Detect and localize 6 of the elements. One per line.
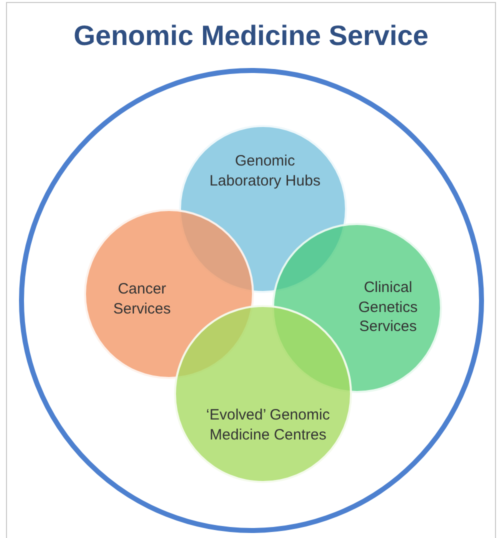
outer-circle	[19, 68, 484, 533]
circle-label: Cancer Services	[112, 280, 172, 318]
circle-label: Genomic Laboratory Hubs	[208, 152, 322, 190]
circle-label: ‘Evolved’ Genomic Medicine Centres	[205, 406, 331, 444]
title: Genomic Medicine Service	[72, 20, 430, 52]
circle-label: Clinical Genetics Services	[357, 278, 419, 336]
